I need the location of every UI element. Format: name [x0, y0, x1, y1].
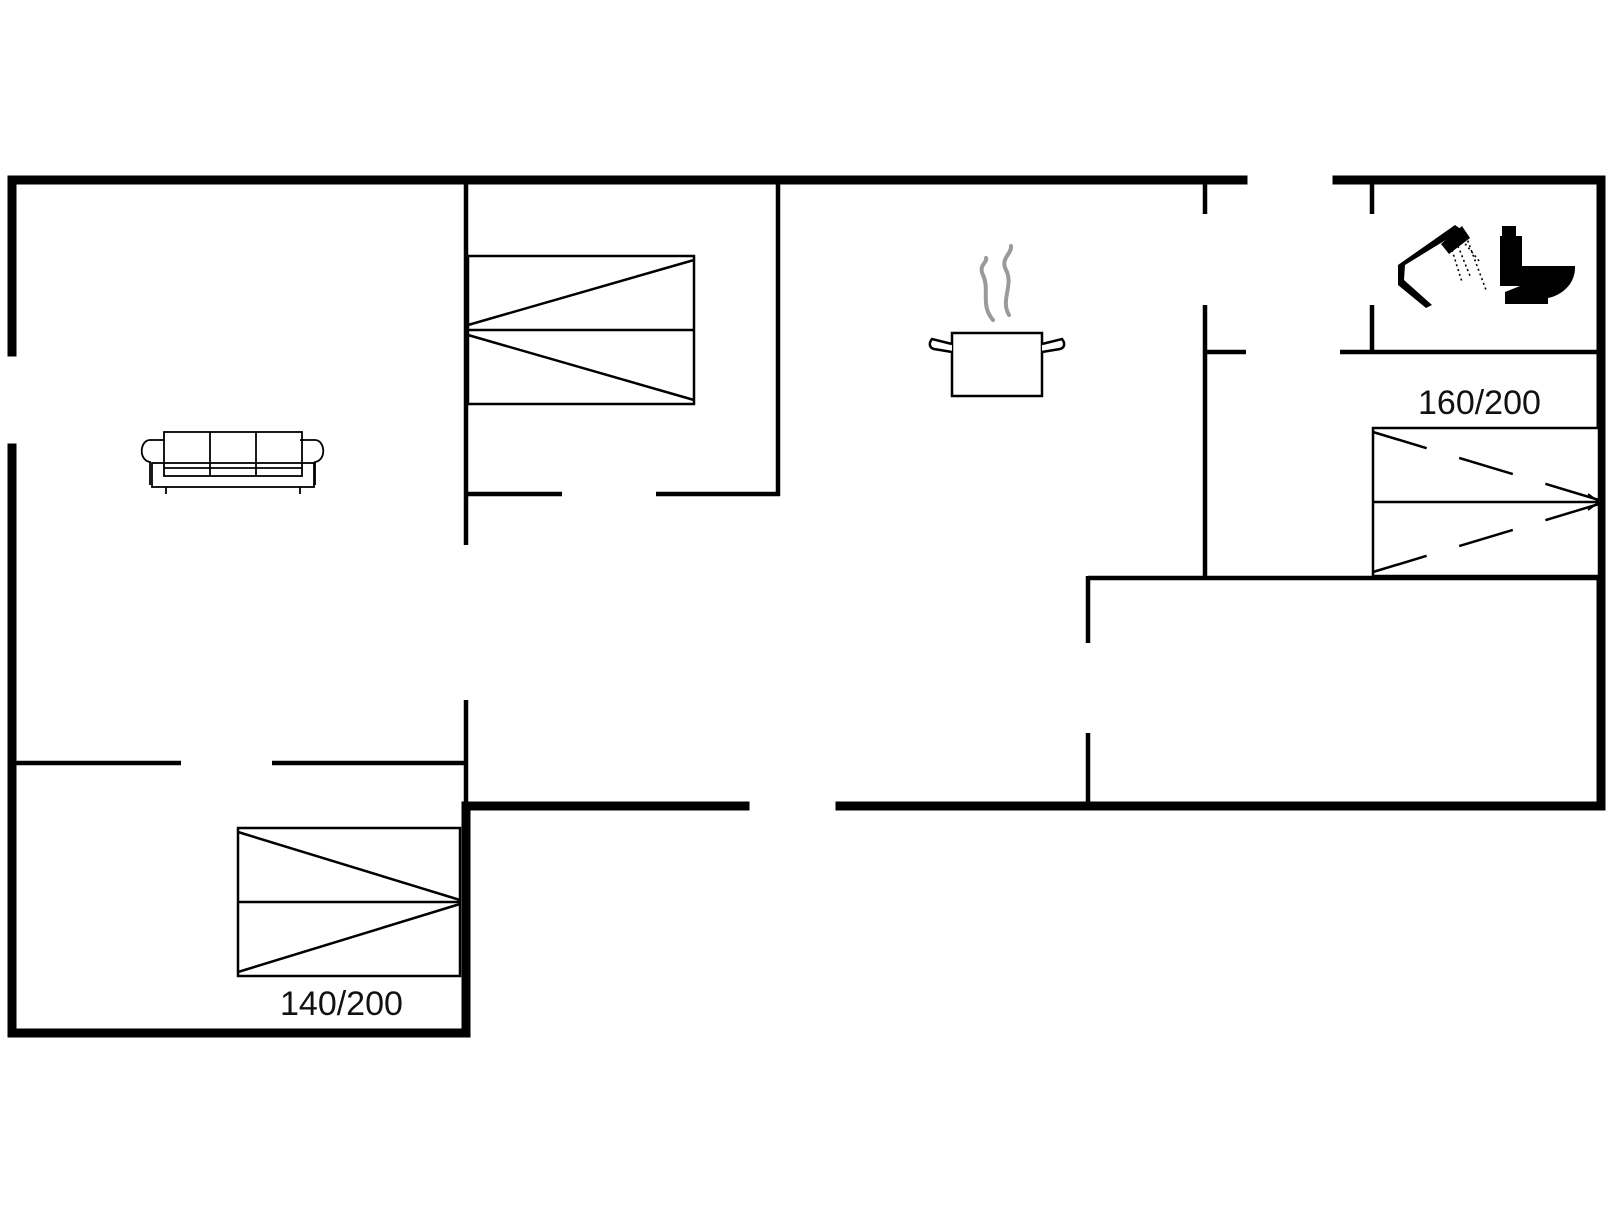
bed-size-label: 160/200 [1418, 384, 1541, 422]
toilet-icon [1500, 226, 1576, 304]
bed-size-label: 140/200 [280, 985, 403, 1023]
double-bed-icon [1371, 426, 1601, 578]
double-bed-icon [236, 826, 462, 978]
single-bed-icon [466, 254, 696, 406]
outer-walls [7, 175, 1606, 1038]
shower-icon [1398, 225, 1487, 308]
sofa-icon [140, 431, 325, 494]
interior-walls [14, 180, 1601, 806]
cooking-pot-icon [928, 244, 1066, 398]
